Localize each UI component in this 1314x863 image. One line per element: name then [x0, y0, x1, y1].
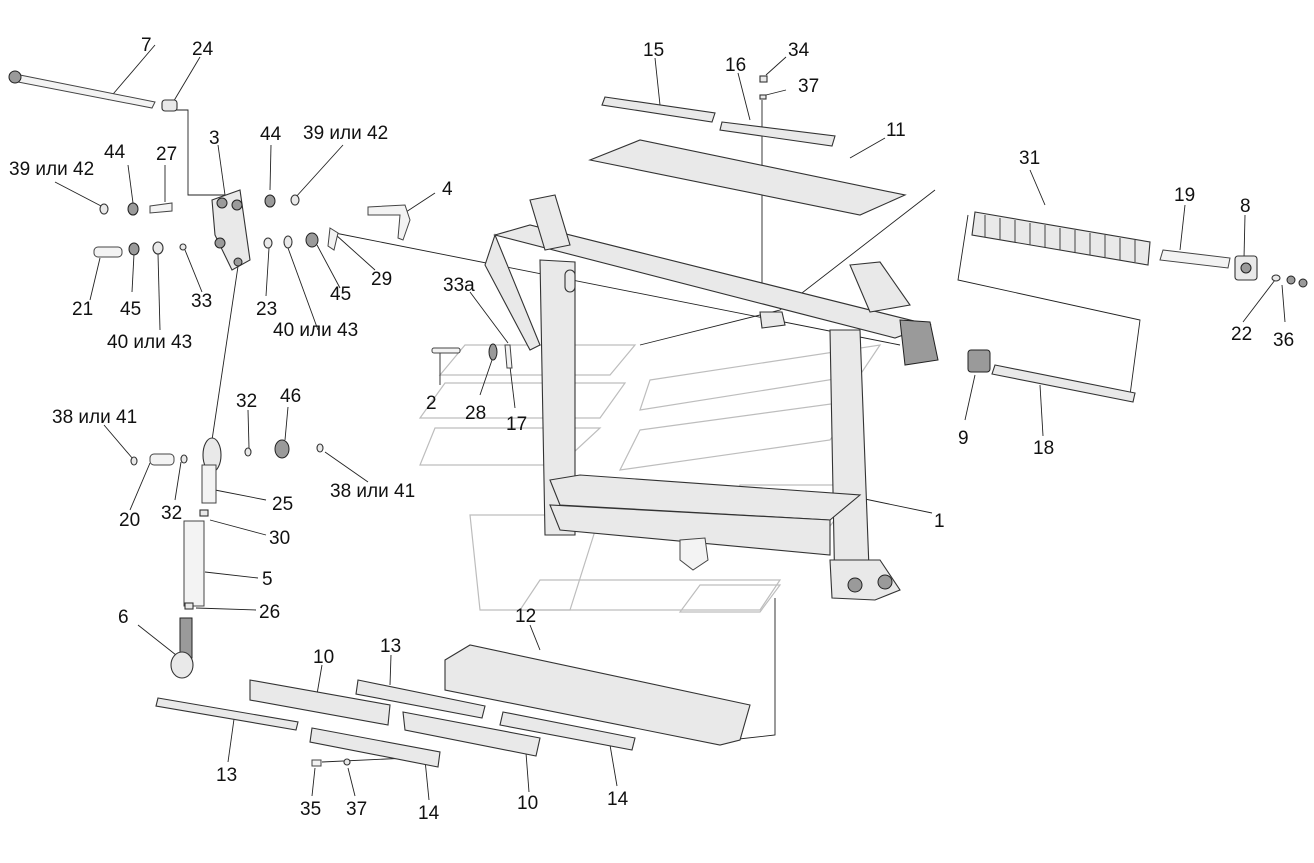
callout-11: 11 [886, 120, 906, 141]
callout-38-or-41-right: 38 или 41 [330, 481, 415, 502]
part-pin-21 [93, 227, 339, 258]
callout-6: 6 [118, 607, 129, 628]
callout-37-top: 37 [798, 76, 819, 97]
callout-15: 15 [643, 40, 664, 61]
part-bearing-upper [99, 194, 300, 216]
callout-13-top: 13 [380, 636, 401, 657]
callout-labels: 7 24 3 44 39 или 42 44 27 39 или 42 4 21… [9, 35, 1294, 824]
part-strip-13-right [355, 679, 486, 719]
part-bracket-8 [1234, 255, 1308, 288]
callout-12: 12 [515, 606, 536, 627]
callout-26: 26 [259, 602, 280, 623]
callout-33: 33 [191, 291, 212, 312]
callout-38-or-41-left: 38 или 41 [52, 407, 137, 428]
callout-37-bottom: 37 [346, 799, 367, 820]
callout-31: 31 [1019, 148, 1040, 169]
part-strip-13-left [155, 697, 299, 731]
part-tube-5 [183, 509, 209, 610]
callout-19: 19 [1174, 185, 1195, 206]
callout-17: 17 [506, 414, 527, 435]
callout-9: 9 [958, 428, 969, 449]
callout-1: 1 [934, 511, 945, 532]
callout-33a: 33a [443, 275, 475, 296]
callout-8: 8 [1240, 196, 1251, 217]
part-bracket-9 [967, 349, 991, 373]
callout-21: 21 [72, 299, 93, 320]
callout-14-right: 14 [607, 789, 629, 810]
part-frame-1 [484, 194, 939, 601]
part-pin-2 [431, 343, 513, 369]
callout-39-or-42-left: 39 или 42 [9, 159, 94, 180]
callout-10-top: 10 [313, 647, 334, 668]
callout-27: 27 [156, 144, 177, 165]
part-lever-plate [211, 189, 251, 271]
callout-45-left: 45 [120, 299, 141, 320]
callout-40-or-43-left: 40 или 43 [107, 332, 192, 353]
part-long-bolt [8, 70, 156, 109]
callout-32-bottom: 32 [161, 503, 182, 524]
callout-4: 4 [442, 179, 453, 200]
callout-2: 2 [426, 393, 437, 414]
part-rod-end-6 [170, 617, 194, 679]
callout-28: 28 [465, 403, 486, 424]
callout-39-or-42-right: 39 или 42 [303, 123, 388, 144]
callout-13-bottom: 13 [216, 765, 237, 786]
callout-36: 36 [1273, 330, 1294, 351]
part-spring-18 [991, 364, 1136, 403]
callout-22: 22 [1231, 324, 1252, 345]
callout-16: 16 [725, 55, 746, 76]
callout-29: 29 [371, 269, 392, 290]
part-cover-11 [588, 139, 907, 216]
part-strip-10-lower [402, 711, 541, 757]
part-strip-16 [719, 75, 836, 147]
part-strip-14-left [309, 727, 441, 768]
part-strip-12 [444, 644, 751, 746]
callout-32-top: 32 [236, 391, 257, 412]
callout-46: 46 [280, 386, 301, 407]
callout-23: 23 [256, 299, 277, 320]
callout-14-left: 14 [418, 803, 440, 824]
leader-lines [54, 44, 1286, 801]
callout-7: 7 [141, 35, 152, 56]
part-rod-end [130, 437, 324, 504]
callout-35: 35 [300, 799, 321, 820]
part-spring-31 [971, 211, 1151, 266]
part-cap [161, 99, 178, 112]
callout-5: 5 [262, 569, 273, 590]
callout-44-left: 44 [104, 142, 126, 163]
part-strip-14-right [311, 711, 636, 767]
callout-3: 3 [209, 128, 220, 149]
part-strip-10-upper [249, 679, 391, 726]
callout-24: 24 [192, 39, 214, 60]
callout-44: 44 [260, 124, 282, 145]
part-shaft-19 [1159, 249, 1231, 269]
part-pin-4 [367, 204, 411, 241]
callout-25: 25 [272, 494, 293, 515]
callout-30: 30 [269, 528, 290, 549]
part-strip-15 [601, 96, 716, 123]
callout-20: 20 [119, 510, 140, 531]
callout-45-right: 45 [330, 284, 351, 305]
callout-34: 34 [788, 40, 810, 61]
callout-40-or-43-right: 40 или 43 [273, 320, 358, 341]
callout-18: 18 [1033, 438, 1054, 459]
callout-10-bottom: 10 [517, 793, 538, 814]
watermark-logo [418, 344, 882, 613]
